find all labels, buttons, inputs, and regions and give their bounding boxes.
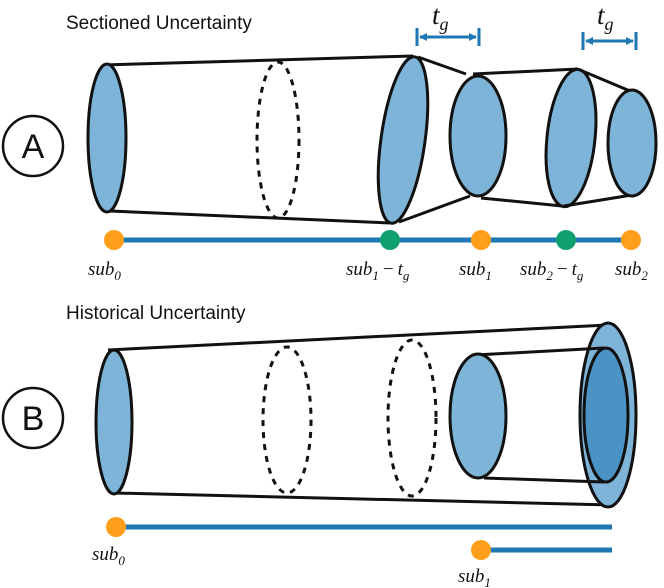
panel-a-label-sub0: sub0 — [88, 259, 121, 283]
panel-b: Historical Uncertainty B sub0 sub1 — [1, 303, 638, 588]
panel-b-dashed-section-ellipse-2 — [386, 338, 438, 498]
panel-a-marker-sub2 — [621, 230, 641, 250]
panel-a-gap-arrow-1 — [415, 28, 481, 46]
panel-a-segment-2 — [472, 67, 579, 208]
panel-a-dashed-section-ellipse — [255, 60, 301, 220]
panel-b-title: Historical Uncertainty — [66, 303, 246, 324]
panel-b-badge-label: B — [22, 400, 45, 438]
panel-a-label-sub2-minus-tg: sub2−tg — [520, 259, 584, 283]
panel-a-label-sub1: sub1 — [459, 259, 492, 283]
panel-b-outer-cylinder — [107, 323, 613, 507]
panel-a-label-sub2: sub2 — [615, 259, 648, 283]
panel-b-inner-end-ellipse — [582, 346, 630, 484]
panel-a-gap-label-2: tg — [597, 0, 614, 34]
panel-a-gap-label-1: tg — [432, 0, 449, 34]
panel-a-gap-arrow-2 — [581, 32, 638, 50]
panel-b-marker-sub1 — [471, 540, 491, 560]
panel-a-end-ellipse-1 — [376, 55, 430, 225]
panel-a-badge-label: A — [22, 128, 45, 166]
panel-b-badge: B — [1, 386, 65, 450]
panel-b-start-ellipse — [94, 348, 134, 496]
panel-a-marker-sub1-minus-tg — [380, 230, 400, 250]
panel-a-marker-sub1 — [471, 230, 491, 250]
panel-b-label-sub0: sub0 — [92, 544, 125, 568]
panel-b-marker-sub0 — [106, 517, 126, 537]
panel-a-title: Sectioned Uncertainty — [66, 13, 252, 34]
panel-a-badge: A — [1, 114, 65, 178]
panel-a: Sectioned Uncertainty A — [1, 0, 658, 283]
panel-a-start-ellipse — [86, 62, 128, 214]
panel-a-marker-sub0 — [104, 230, 124, 250]
panel-a-marker-sub2-minus-tg — [556, 230, 576, 250]
panel-a-gap-connector-2 — [563, 68, 633, 208]
panel-b-inner-start-ellipse — [448, 352, 508, 480]
panel-a-start-ellipse-2 — [448, 74, 508, 198]
panel-a-start-ellipse-3 — [606, 88, 658, 198]
panel-b-dashed-section-ellipse-1 — [261, 345, 313, 495]
panel-b-inner-cylinder — [474, 346, 605, 484]
panel-b-label-sub1: sub1 — [458, 566, 491, 588]
panel-a-gap-connector-1 — [398, 55, 471, 224]
panel-a-label-sub1-minus-tg: sub1−tg — [346, 259, 410, 283]
panel-a-end-ellipse-2 — [544, 67, 598, 209]
panel-a-cylinder-1 — [102, 54, 414, 225]
